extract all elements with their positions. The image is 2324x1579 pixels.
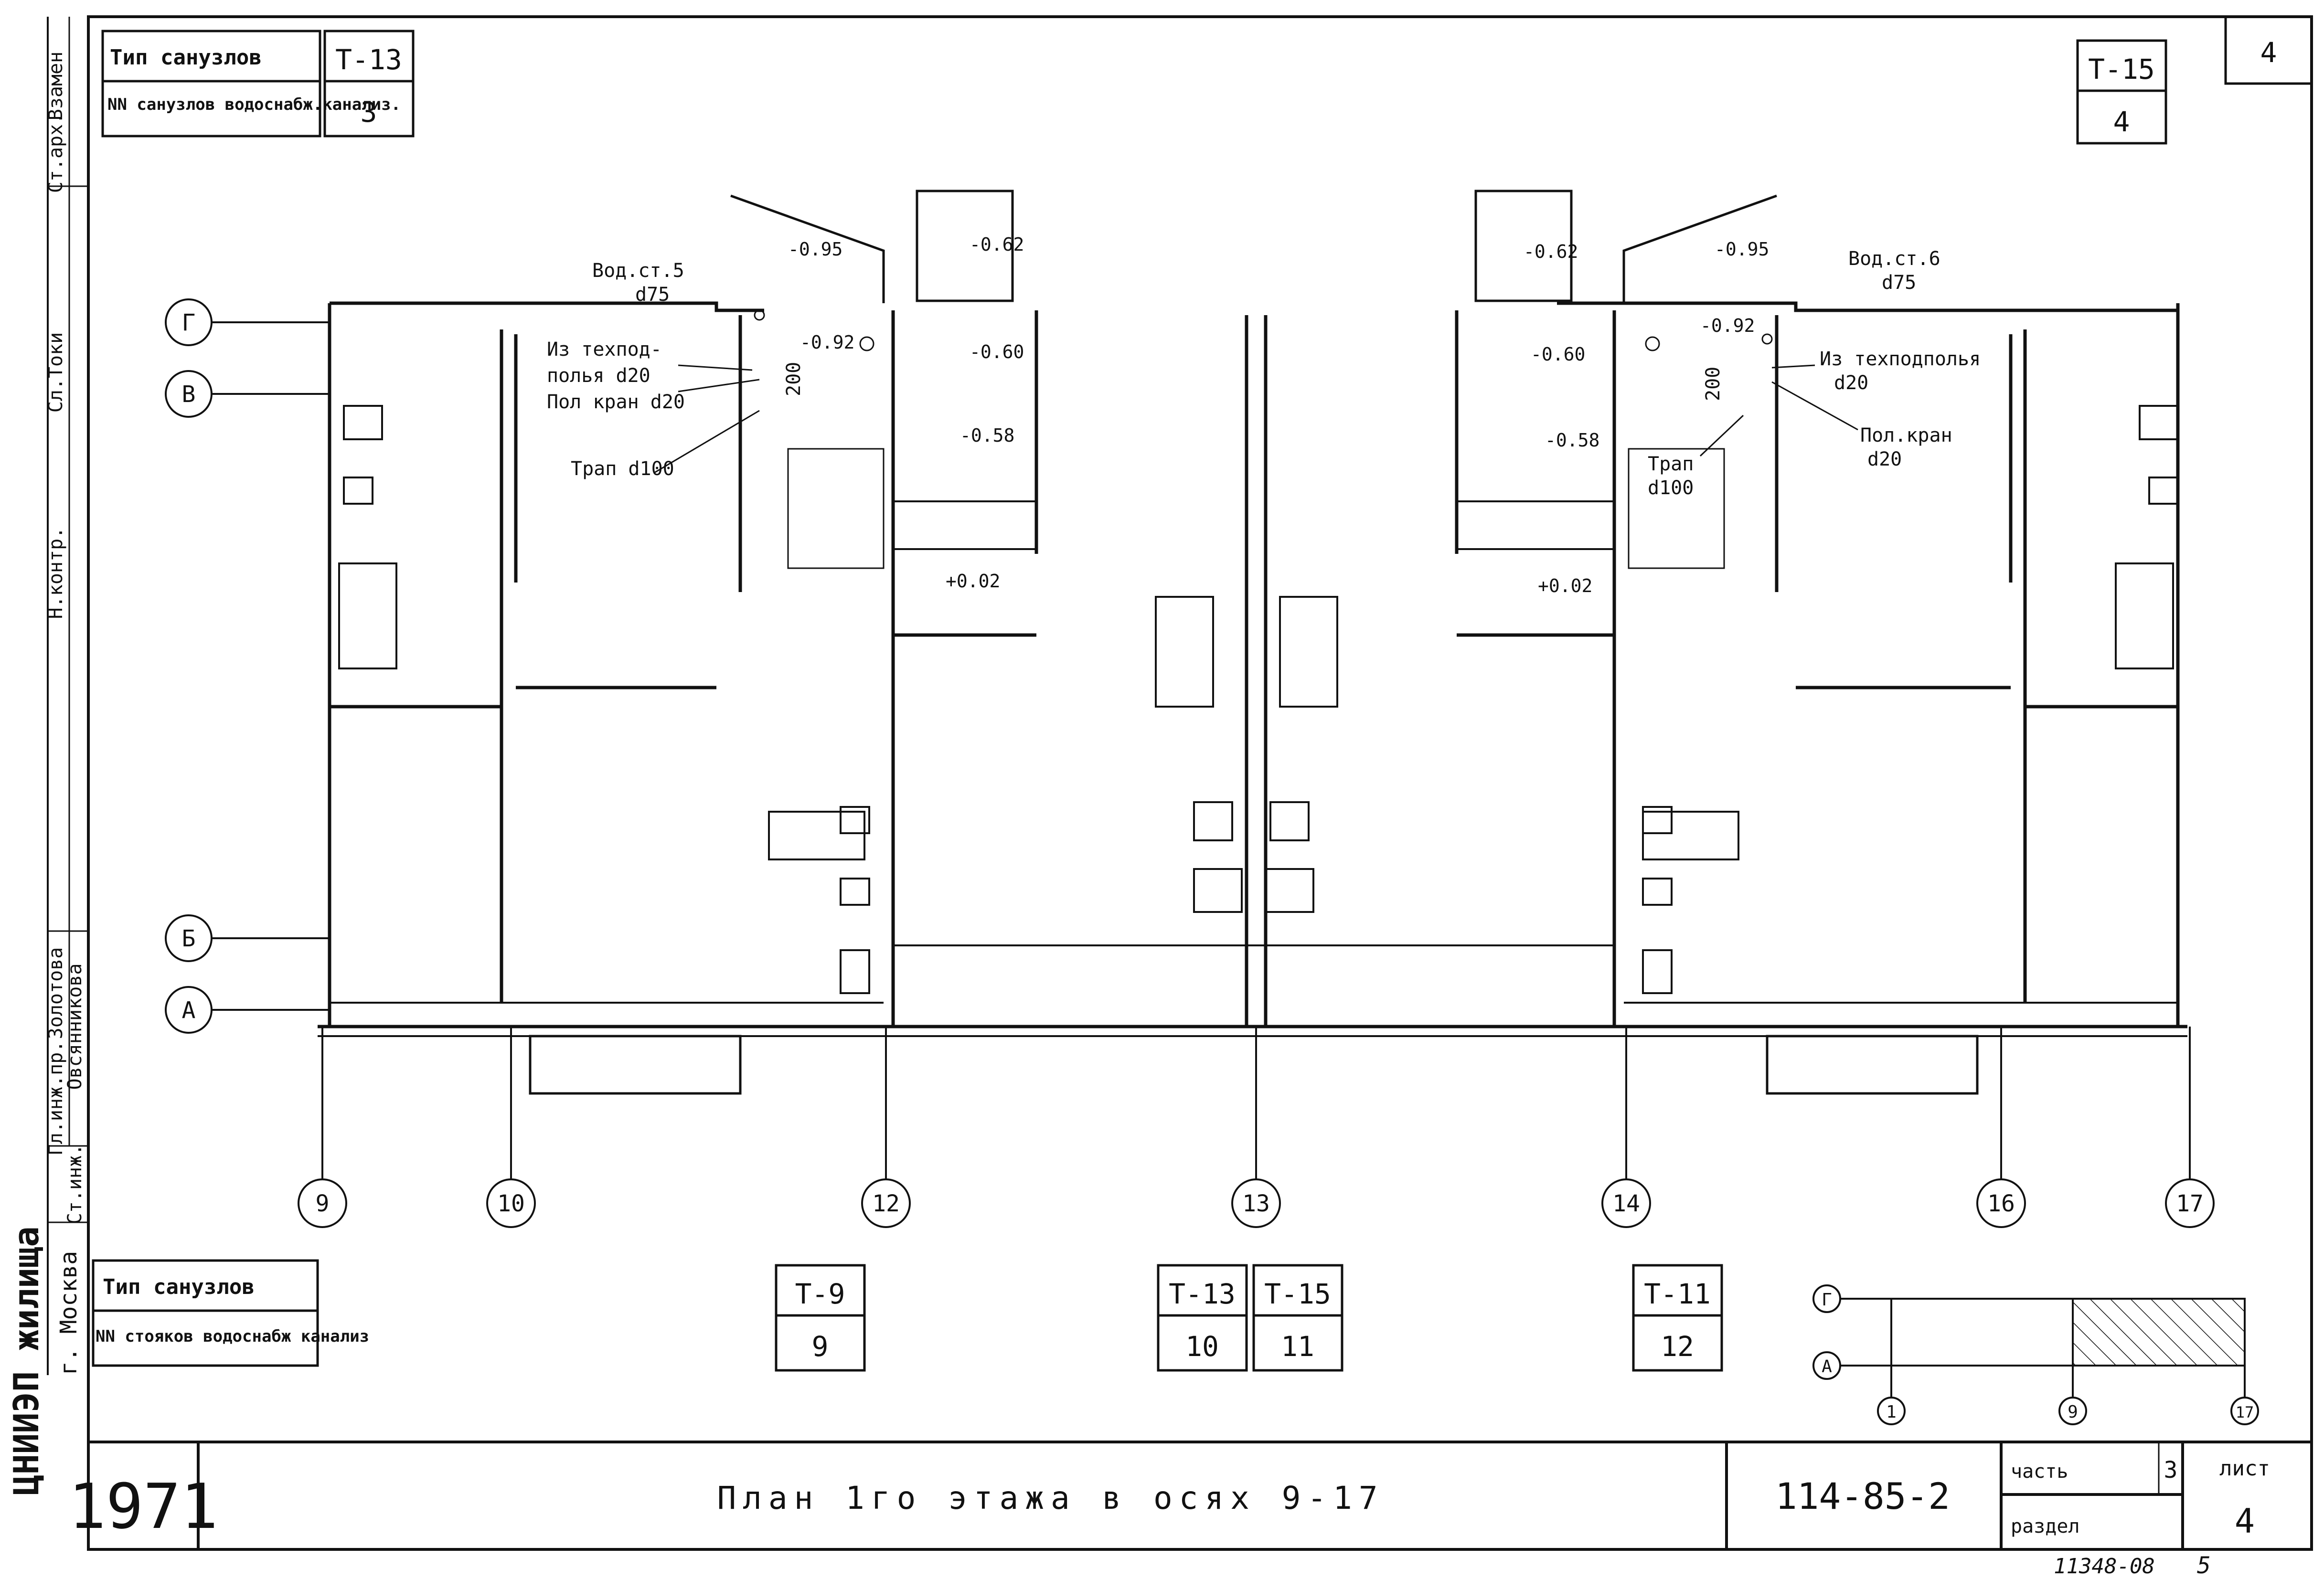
key-row-G: Г <box>1822 1290 1832 1310</box>
label-iz-tekhpod-right: Из техподполья <box>1820 348 1981 370</box>
col-axis-12: 12 <box>872 1190 900 1217</box>
corner-sheet-number: 4 <box>2260 36 2277 69</box>
row-axis-A: А <box>182 997 196 1024</box>
level-092-right: -0.92 <box>1700 315 1755 336</box>
org-name: ЦНИИЭП жилища <box>6 1226 46 1495</box>
level-060-left: -0.60 <box>970 341 1024 362</box>
side-stamp: Взамен Ст.арх. Сл.Токи Н.контр. Золотова… <box>6 17 88 1495</box>
bottom-legend-num-3: 11 <box>1281 1330 1314 1363</box>
level-002-left: +0.02 <box>946 571 1000 592</box>
bottom-legend-table <box>92 1259 1723 1372</box>
top-legend-num-2: 4 <box>2113 106 2130 138</box>
label-dim-200-left: 200 <box>783 362 805 396</box>
label-d75-left: d75 <box>635 284 670 306</box>
col-axis-17: 17 <box>2176 1190 2204 1217</box>
row-axis-G: Г <box>182 309 196 336</box>
title-block <box>88 1441 2312 1549</box>
stamp-replace: Взамен <box>45 52 67 121</box>
top-legend-nn-label: NN санузлов водоснабж.канализ. <box>107 95 401 114</box>
title-project: 114-85-2 <box>1775 1475 1950 1517</box>
outer-frame <box>87 15 2313 1551</box>
top-legend-type-1: Т-13 <box>335 43 402 76</box>
bottom-legend-num-1: 9 <box>812 1330 829 1363</box>
top-legend-type-label: Тип санузлов <box>110 45 262 70</box>
label-dim-200-right: 200 <box>1702 367 1724 401</box>
stamp-role-1: Ст.арх. <box>45 113 67 193</box>
label-pol-kran-right: Пол.кран <box>1860 424 1952 446</box>
org-city: г. Москва <box>55 1251 82 1375</box>
stamp-role-2: Н.контр. <box>45 527 67 619</box>
column-axes <box>298 1027 2215 1228</box>
bottom-legend-type-4: Т-11 <box>1644 1278 1711 1310</box>
title-section-label: раздел <box>2011 1515 2080 1537</box>
sanitary-fixtures <box>338 405 2179 994</box>
level-092-left: -0.92 <box>800 332 854 353</box>
top-legend-num-1: 3 <box>361 96 377 128</box>
annotations-right: Вод.ст.6 d75 Из техподполья d20 Пол.кран… <box>1645 248 1981 499</box>
stamp-name-1: Сл.Токи <box>45 332 67 413</box>
corner-sheet-box <box>2224 15 2313 85</box>
title-year: 1971 <box>68 1470 218 1543</box>
level-060-right: -0.60 <box>1531 344 1585 365</box>
label-vod-st-6: Вод.ст.6 <box>1848 248 1940 270</box>
top-legend-table: Тип санузлов NN санузлов водоснабж.канал… <box>101 30 415 138</box>
title-part-label: часть <box>2011 1461 2068 1483</box>
label-trap-right-d: d100 <box>1648 477 1694 499</box>
bottom-legend-num-2: 10 <box>1185 1330 1219 1363</box>
level-062-left: -0.62 <box>970 234 1024 255</box>
title-part-value: 3 <box>2164 1457 2178 1484</box>
bottom-legend-type-label: Тип санузлов <box>103 1275 255 1299</box>
stamp-name-4: Овсянникова <box>64 964 86 1090</box>
bottom-legend-type-2: Т-13 <box>1169 1278 1236 1310</box>
floor-plan <box>318 190 2187 1095</box>
label-polya-d20: полья d20 <box>547 365 650 387</box>
level-095-right: -0.95 <box>1715 239 1769 260</box>
level-062-right: -0.62 <box>1524 241 1578 262</box>
label-d75-right: d75 <box>1882 272 1916 294</box>
title-sheet-value: 4 <box>2235 1502 2255 1541</box>
annotations-left: Вод.ст.5 d75 Из техпод- полья d20 Пол кр… <box>547 260 874 480</box>
key-col-1: 1 <box>1886 1402 1897 1422</box>
level-marks: -0.95 -0.62 -0.92 -0.60 -0.58 +0.02 -0.6… <box>788 234 1769 596</box>
stamp-name-3: Золотова <box>45 947 67 1039</box>
stamp-role-4: Ст.инж. <box>64 1144 86 1225</box>
label-pol-kran-left: Пол кран d20 <box>547 391 685 413</box>
top-legend-type-2: Т-15 <box>2088 53 2155 85</box>
top-right-legend-table: Т-15 4 <box>2076 39 2167 145</box>
label-trap-left: Трап d100 <box>571 458 674 480</box>
bottom-legend-nn-label: NN стояков водоснабж канализ <box>96 1327 369 1346</box>
label-vod-st-5: Вод.ст.5 <box>592 260 684 282</box>
label-iz-tekhpod-left: Из техпод- <box>547 339 662 360</box>
label-d20-right-a: d20 <box>1834 372 1868 394</box>
col-axis-14: 14 <box>1612 1190 1640 1217</box>
label-d20-right-b: d20 <box>1867 448 1902 470</box>
level-002-right: +0.02 <box>1538 575 1592 596</box>
bottom-note: 11348-08 <box>2054 1554 2155 1579</box>
row-axis-B: Б <box>182 925 196 952</box>
title-sheet-label: лист <box>2219 1456 2270 1481</box>
level-058-left: -0.58 <box>960 425 1014 446</box>
row-axis-V: В <box>182 381 196 408</box>
level-095-left: -0.95 <box>788 239 842 260</box>
col-axis-16: 16 <box>1987 1190 2015 1217</box>
key-col-17: 17 <box>2236 1403 2254 1421</box>
level-058-right: -0.58 <box>1545 430 1599 451</box>
col-axis-9: 9 <box>316 1190 330 1217</box>
title-text: План 1го этажа в осях 9-17 <box>717 1480 1384 1516</box>
bottom-page: 5 <box>2197 1552 2211 1579</box>
col-axis-13: 13 <box>1242 1190 1270 1217</box>
label-trap-right: Трап <box>1648 453 1694 475</box>
bottom-legend-num-4: 12 <box>1661 1330 1694 1363</box>
key-row-A: А <box>1822 1357 1832 1377</box>
key-col-9: 9 <box>2068 1402 2078 1422</box>
stamp-role-3: Гл.инж.пр. <box>45 1041 67 1156</box>
bottom-legend-type-3: Т-15 <box>1264 1278 1331 1310</box>
bottom-legend-type-1: Т-9 <box>795 1278 845 1310</box>
row-axes <box>165 298 330 1034</box>
col-axis-10: 10 <box>497 1190 525 1217</box>
key-plan <box>1812 1284 2259 1425</box>
